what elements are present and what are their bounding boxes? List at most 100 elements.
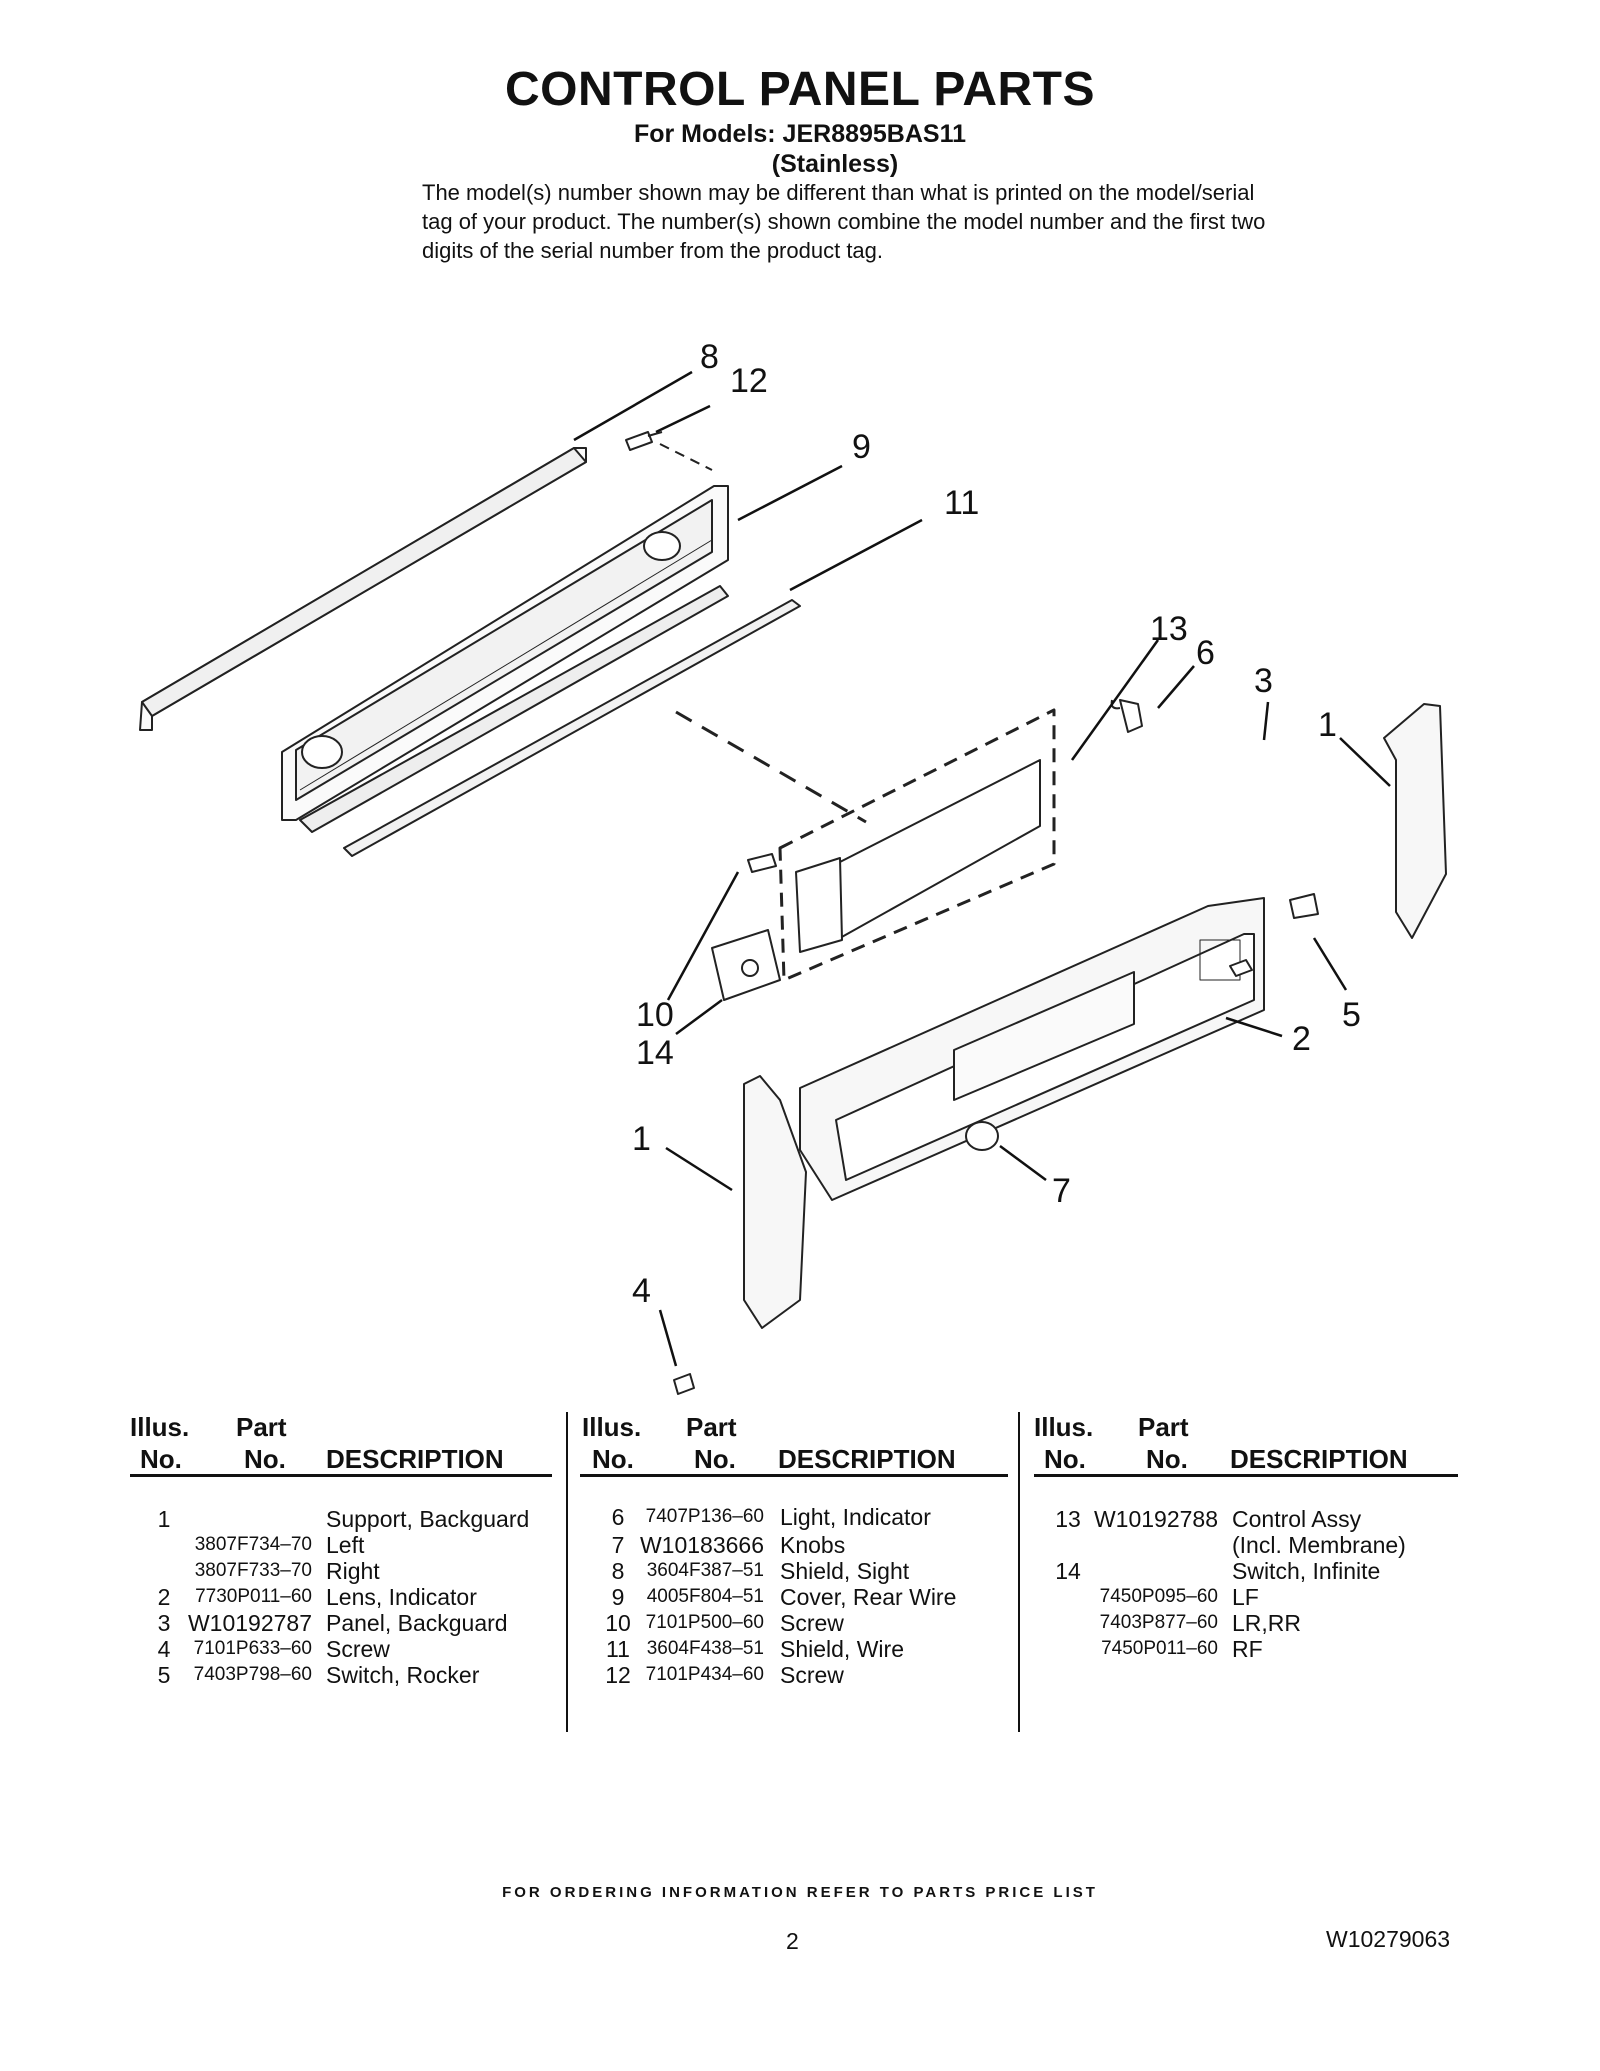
part-number: W10192788 (1093, 1506, 1218, 1532)
column-divider (566, 1412, 568, 1732)
ordering-note: FOR ORDERING INFORMATION REFER TO PARTS … (502, 1884, 1098, 1901)
part-description: Switch, Infinite (1232, 1558, 1381, 1584)
part-8-shield-sight (139, 447, 587, 731)
part-description: Screw (780, 1662, 844, 1688)
part-14-switch-infinite (711, 929, 781, 1001)
callout-13: 13 (1150, 610, 1188, 648)
part-1-support-right (1383, 703, 1447, 939)
illus-number: 13 (1055, 1506, 1081, 1532)
illus-number: 10 (605, 1610, 631, 1636)
document-number: W10279063 (1326, 1926, 1451, 1952)
part-number: 7450P095–60 (1099, 1586, 1218, 1607)
header-part: Part (1138, 1412, 1189, 1442)
part-description: Screw (780, 1610, 844, 1636)
illus-number: 3 (157, 1610, 171, 1636)
part-description: Panel, Backguard (326, 1610, 508, 1636)
part-4-screw (673, 1373, 695, 1395)
header-rule (580, 1474, 1008, 1477)
illus-number: 11 (606, 1636, 630, 1662)
column-divider (1018, 1412, 1020, 1732)
part-number: 7403P798–60 (193, 1664, 312, 1685)
illus-number: 8 (611, 1558, 625, 1584)
part-description: Support, Backguard (326, 1506, 530, 1532)
callout-4: 4 (632, 1272, 651, 1310)
header-description: DESCRIPTION (1230, 1444, 1408, 1474)
part-number: 3807F734–70 (194, 1534, 312, 1555)
model-variant: (Stainless) (771, 150, 899, 178)
part-description: RF (1232, 1636, 1263, 1662)
callout-11: 11 (944, 484, 979, 522)
part-number: 7730P011–60 (195, 1586, 312, 1607)
header-illus: Illus. (1034, 1412, 1094, 1442)
header-illus: Illus. (582, 1412, 642, 1442)
part-number: W10192787 (187, 1610, 312, 1636)
illus-number: 4 (157, 1636, 171, 1662)
part-11-shield-wire (343, 599, 801, 857)
header-rule (1034, 1474, 1458, 1477)
part-description: Shield, Wire (780, 1636, 904, 1662)
header-part: Part (686, 1412, 737, 1442)
part-description: Control Assy (1232, 1506, 1362, 1532)
part-description: Knobs (780, 1532, 846, 1558)
part-1-support-left (743, 1075, 807, 1329)
illus-number: 14 (1055, 1558, 1081, 1584)
part-number: W10183666 (639, 1532, 764, 1558)
callout-2: 2 (1292, 1020, 1311, 1058)
part-description: Light, Indicator (780, 1504, 931, 1530)
part-description: Lens, Indicator (326, 1584, 477, 1610)
illus-number: 5 (157, 1662, 171, 1688)
header-illus-no: No. (140, 1444, 182, 1474)
part-description: Right (326, 1558, 380, 1584)
part-number: 7101P633–60 (193, 1638, 312, 1659)
header-description: DESCRIPTION (326, 1444, 504, 1474)
callout-8: 8 (700, 338, 719, 376)
part-3-panel-backguard (799, 897, 1265, 1201)
header-rule (130, 1474, 552, 1477)
part-9-cover-rear-wire (281, 485, 729, 833)
header-illus-no: No. (1044, 1444, 1086, 1474)
part-description: Cover, Rear Wire (780, 1584, 957, 1610)
callout-10: 10 (636, 996, 674, 1034)
part-number: 3807F733–70 (194, 1560, 312, 1581)
illus-number: 12 (605, 1662, 631, 1688)
part-description: Switch, Rocker (326, 1662, 480, 1688)
part-6-light-indicator (1110, 699, 1143, 733)
callout-12: 12 (730, 362, 768, 400)
part-number: 7407P136–60 (645, 1506, 764, 1527)
illus-number: 1 (157, 1506, 171, 1532)
page-number: 2 (786, 1928, 799, 1954)
header-part: Part (236, 1412, 287, 1442)
page-title: CONTROL PANEL PARTS (505, 63, 1095, 116)
header-part-no: No. (244, 1444, 286, 1474)
callout-14: 14 (636, 1034, 674, 1072)
part-description: Screw (326, 1636, 390, 1662)
illus-number: 2 (157, 1584, 171, 1610)
illus-number: 9 (611, 1584, 625, 1610)
illus-number: 7 (611, 1532, 625, 1558)
part-number: 7101P434–60 (645, 1664, 764, 1685)
part-number: 7403P877–60 (1099, 1612, 1218, 1633)
callout-3: 3 (1254, 662, 1273, 700)
part-description: Left (326, 1532, 365, 1558)
part-5-switch-rocker (1289, 893, 1319, 919)
illus-number: 6 (611, 1504, 625, 1530)
model-notice: The model(s) number shown may be differe… (422, 180, 1266, 263)
header-description: DESCRIPTION (778, 1444, 956, 1474)
header-part-no: No. (1146, 1444, 1188, 1474)
callout-1-right: 1 (1318, 706, 1337, 744)
part-12-screw (625, 431, 663, 451)
part-number: 7450P011–60 (1101, 1638, 1218, 1659)
part-10-screw (747, 853, 777, 873)
header-part-no: No. (694, 1444, 736, 1474)
header-illus: Illus. (130, 1412, 190, 1442)
callout-9: 9 (852, 428, 871, 466)
part-13-control-assy (778, 708, 1056, 982)
exploded-parts-diagram: 8 12 9 11 13 6 3 1 10 14 5 2 1 7 4 (139, 338, 1447, 1395)
part-2-lens-indicator (1229, 959, 1253, 977)
part-number: 3604F387–51 (646, 1560, 764, 1581)
models-line: For Models: JER8895BAS11 (633, 120, 967, 148)
callout-5: 5 (1342, 996, 1361, 1034)
part-number: 4005F804–51 (646, 1586, 764, 1607)
part-description: LR,RR (1232, 1610, 1302, 1636)
header-illus-no: No. (592, 1444, 634, 1474)
